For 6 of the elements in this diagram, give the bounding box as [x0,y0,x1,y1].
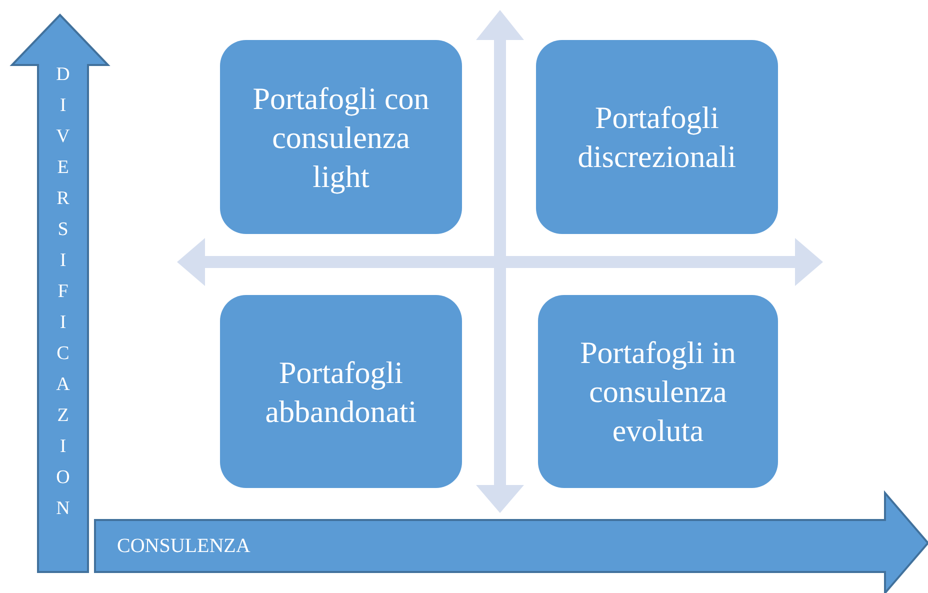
axis-label: CONSULENZA [117,535,250,558]
quadrant-box: Portafogli con consulenza light [220,40,462,234]
quadrant-box: Portafogli abbandonati [220,295,462,488]
quadrant-box: Portafogli in consulenza evoluta [538,295,778,488]
axis-label: DIVERSIFICAZION [56,63,70,521]
quadrant-box: Portafogli discrezionali [536,40,778,234]
